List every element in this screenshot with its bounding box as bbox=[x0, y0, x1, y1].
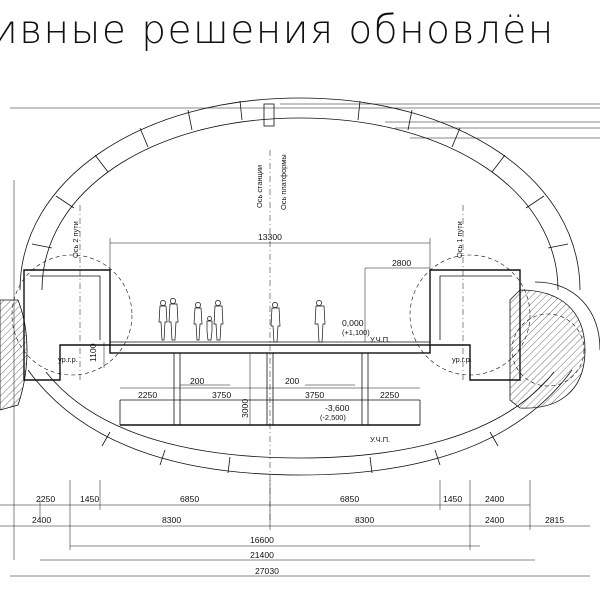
bottom-dimension-chain bbox=[0, 480, 590, 577]
dim-r2-2: 8300 bbox=[355, 515, 374, 525]
dim-r3: 16600 bbox=[250, 535, 274, 545]
dim-r4: 21400 bbox=[250, 550, 274, 560]
level-ground-right: ур.г.р. bbox=[452, 355, 472, 364]
elev-low-sub: (-2,500) bbox=[320, 413, 346, 422]
dim-3750-left: 3750 bbox=[212, 390, 231, 400]
level-rail-bottom: У.Ч.П. bbox=[370, 435, 390, 444]
dim-r1-5: 2400 bbox=[485, 494, 504, 504]
dim-r2-1: 8300 bbox=[162, 515, 181, 525]
interior-dimensions bbox=[103, 238, 431, 425]
dim-r5: 27030 bbox=[255, 566, 279, 576]
dim-200-left: 200 bbox=[190, 376, 205, 386]
axis-track1-label: Ось 1 пути bbox=[455, 221, 464, 258]
people-figures bbox=[158, 298, 326, 343]
dim-r1-1: 1450 bbox=[80, 494, 99, 504]
elev-zero-sub: (+1,100) bbox=[342, 328, 370, 337]
dim-3750-right: 3750 bbox=[305, 390, 324, 400]
dim-r1-0: 2250 bbox=[36, 494, 55, 504]
axis-lines bbox=[79, 150, 464, 520]
dim-2800: 2800 bbox=[392, 258, 411, 268]
dim-2250-left: 2250 bbox=[138, 390, 157, 400]
axis-platform-label: Ось платформы bbox=[279, 154, 288, 210]
dim-r1-3: 6850 bbox=[340, 494, 359, 504]
dim-r2-0: 2400 bbox=[32, 515, 51, 525]
dim-200-right: 200 bbox=[285, 376, 300, 386]
dim-13300: 13300 bbox=[258, 232, 282, 242]
side-supports bbox=[0, 281, 600, 411]
dim-r1-4: 1450 bbox=[443, 494, 462, 504]
dim-r2-3: 2400 bbox=[485, 515, 504, 525]
elev-low: -3,600 bbox=[325, 403, 350, 413]
axis-station-label: Ось станции bbox=[255, 165, 264, 208]
vault-lining bbox=[19, 97, 581, 476]
dim-3000: 3000 bbox=[240, 399, 250, 418]
dim-r2-4: 2815 bbox=[545, 515, 564, 525]
dim-2250-right: 2250 bbox=[380, 390, 399, 400]
level-rail-top: У.Ч.П. bbox=[370, 335, 390, 344]
dim-r1-2: 6850 bbox=[180, 494, 199, 504]
dim-1100: 1100 bbox=[88, 343, 98, 362]
level-ground-left: ур.г.р. bbox=[58, 355, 78, 364]
page-title: ивные решения обновлён bbox=[0, 8, 555, 53]
elev-zero: 0,000 bbox=[342, 318, 364, 328]
axis-track2-label: Ось 2 пути bbox=[71, 221, 80, 258]
platform bbox=[109, 341, 431, 426]
